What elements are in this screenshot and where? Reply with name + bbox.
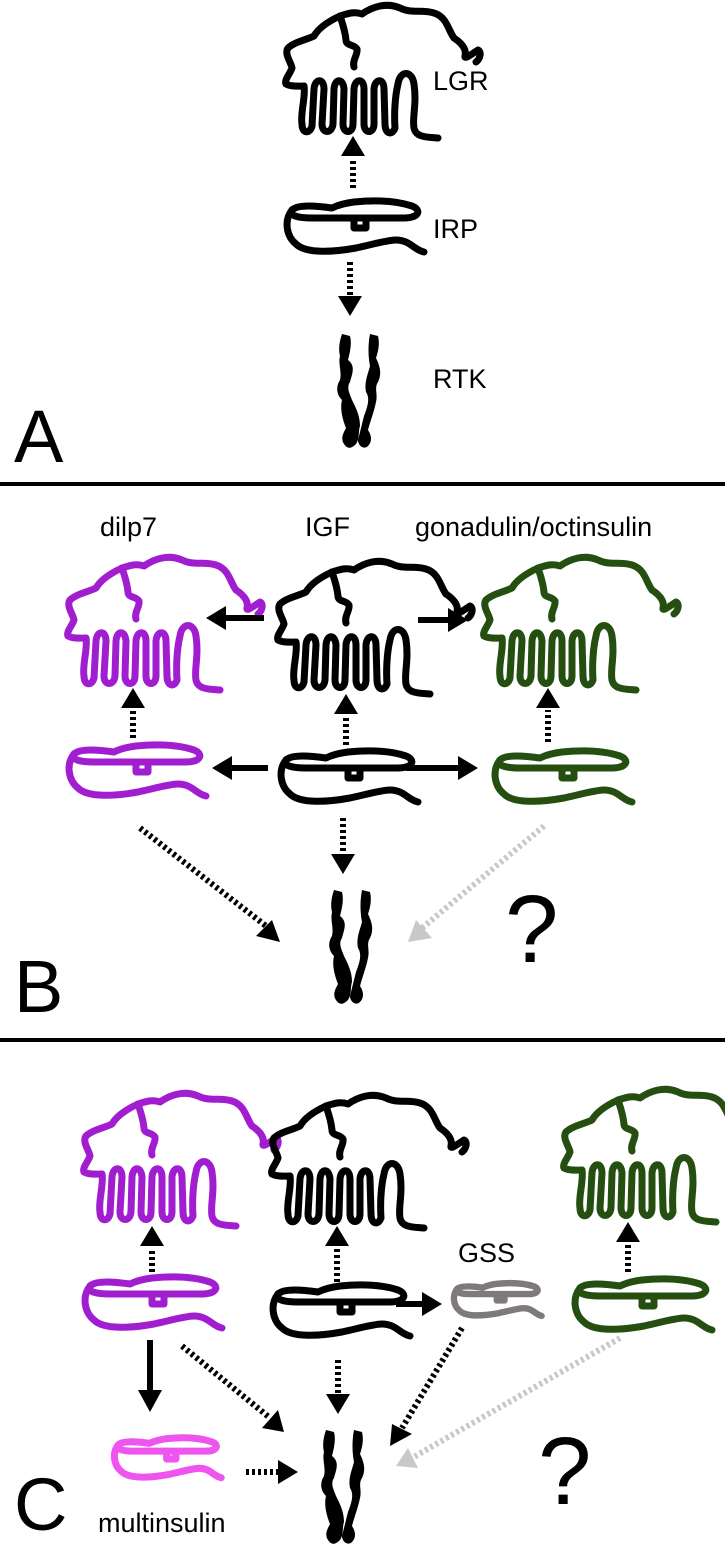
arrow-black-irp-to-rtk-c	[326, 1360, 350, 1414]
arrow-black-irp-to-lgr-c	[325, 1226, 349, 1282]
label-irp: IRP	[433, 214, 478, 244]
arrow-black-irp-to-gss	[396, 1292, 442, 1316]
label-rtk: RTK	[433, 364, 487, 394]
irp-ligand-icon-purple-c	[85, 1277, 222, 1328]
rtk-receptor-icon-b	[329, 890, 373, 1004]
lgr-receptor-icon-purple	[68, 557, 263, 690]
lgr-receptor-icon-black	[278, 561, 473, 694]
arrow-black-irp-to-rtk	[331, 818, 355, 874]
irp-ligand-icon-purple	[69, 745, 206, 796]
arrow-green-irp-to-lgr-c	[616, 1222, 640, 1272]
arrow-purple-irp-to-multinsulin	[138, 1340, 162, 1412]
rtk-receptor-icon-c	[321, 1430, 365, 1544]
arrow-igf-irp-to-dilp7	[212, 756, 268, 780]
arrow-green-irp-to-lgr	[536, 688, 560, 742]
arrow-igf-lgr-to-dilp7	[206, 606, 264, 630]
arrow-purple-irp-to-lgr-c	[140, 1226, 164, 1272]
panel-a: LGR IRP RTK A	[14, 5, 489, 478]
arrow-irp-to-rtk	[338, 262, 362, 316]
lgr-receptor-icon-black-c	[272, 1095, 467, 1228]
multinsulin-ligand-icon	[114, 1438, 221, 1478]
arrow-purple-irp-to-rtk-c	[180, 1343, 284, 1432]
rtk-receptor-icon	[337, 334, 381, 448]
panel-letter-c: C	[14, 1463, 67, 1546]
irp-ligand-icon-green	[495, 751, 632, 802]
panel-c: GSS	[14, 1089, 725, 1546]
arrow-green-irp-to-rtk	[408, 823, 546, 942]
label-multinsulin: multinsulin	[98, 1508, 226, 1538]
arrow-irp-to-lgr	[341, 136, 365, 188]
irp-ligand-icon-black	[281, 751, 418, 802]
panel-letter-a: A	[14, 395, 64, 478]
label-gonadulin: gonadulin/octinsulin	[415, 512, 652, 542]
arrow-purple-irp-to-rtk	[138, 825, 280, 942]
question-mark-c: ?	[538, 1418, 591, 1525]
arrow-green-irp-to-rtk-c	[396, 1335, 622, 1468]
gss-ligand-icon	[454, 1283, 542, 1316]
panel-b: dilp7 IGF gonadulin/octinsulin	[14, 512, 678, 1028]
arrow-purple-irp-to-lgr	[121, 688, 145, 738]
irp-ligand-icon-black-c	[273, 1285, 410, 1336]
arrow-multinsulin-to-rtk	[246, 1460, 298, 1484]
irp-ligand-icon-green-c	[575, 1279, 712, 1330]
label-gss: GSS	[458, 1238, 515, 1268]
label-dilp7: dilp7	[100, 512, 157, 542]
label-igf: IGF	[305, 512, 350, 542]
arrow-igf-lgr-to-gonadulin	[418, 608, 468, 632]
arrow-igf-irp-to-gonadulin	[406, 756, 478, 780]
arrow-black-irp-to-lgr	[334, 694, 358, 745]
lgr-receptor-icon-green-c	[564, 1089, 725, 1222]
question-mark-b: ?	[505, 876, 558, 983]
irp-ligand-icon	[287, 201, 424, 252]
panel-letter-b: B	[14, 945, 63, 1028]
label-lgr: LGR	[433, 66, 489, 96]
lgr-receptor-icon-purple-c	[84, 1093, 279, 1226]
arrow-gss-to-rtk	[390, 1326, 465, 1446]
lgr-receptor-icon-green	[484, 557, 679, 690]
